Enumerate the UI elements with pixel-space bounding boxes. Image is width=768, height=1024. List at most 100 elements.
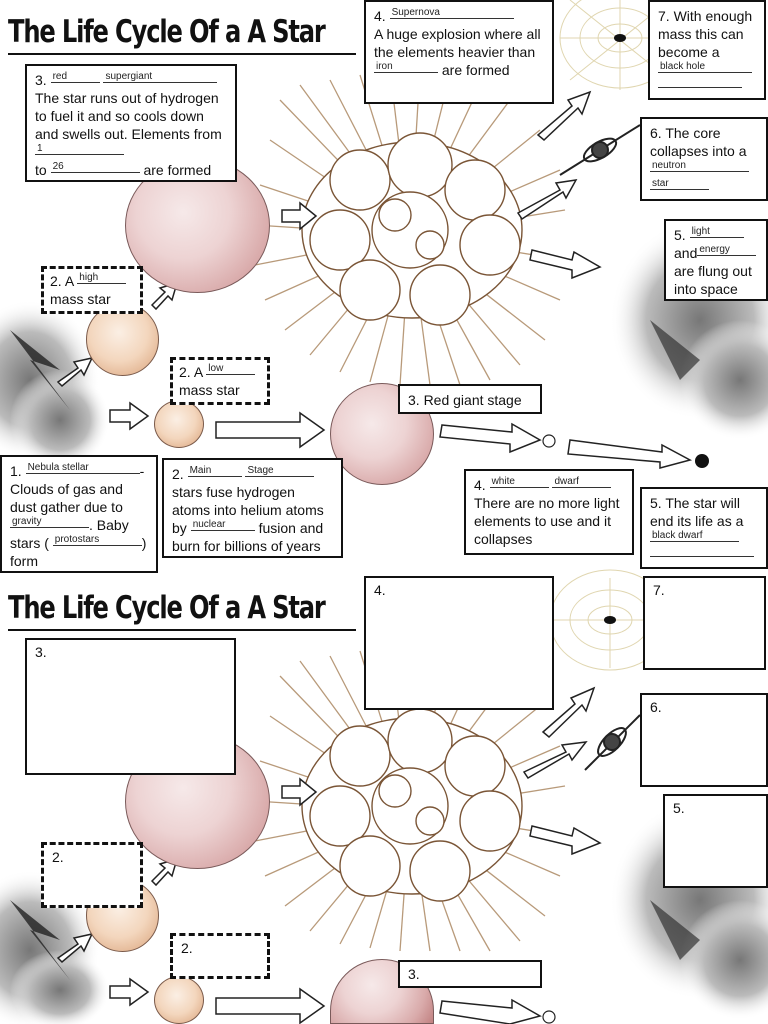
page-title-blank: The Life Cycle Of a A Star [8,590,326,626]
title-underline-blank [8,629,356,631]
answer-nuclear: nuclear [190,519,255,531]
neutron-star-top [559,124,641,176]
page-title: The Life Cycle Of a A Star [8,14,326,50]
step-number: 2. [179,364,191,380]
step-number: 2. [172,466,184,482]
black-hole-box: 7. With enough mass this can become a bl… [648,0,766,100]
blank-box-high-mass[interactable]: 2. [41,842,143,908]
answer-black-dwarf: black dwarf [650,530,739,542]
black-hole-text: With enough mass this can become a [658,8,753,60]
step-number: 5. [650,495,662,511]
supernova-text: A huge explosion where all the elements … [374,26,541,60]
black-dwarf-box: 5. The star will end its life as a black… [640,487,768,569]
main-sequence-box: 2. Main Stage stars fuse hydrogen atoms … [162,458,343,558]
blank-box-black-hole[interactable]: 7. [643,576,766,670]
main-seq-text-end: fusion and burn for billions of years [172,520,324,554]
step-number: 7. [658,8,670,24]
step-number: 6. [650,699,662,715]
mass-star-text: mass star [50,291,111,307]
blank-box-supernova[interactable]: 4. [364,576,554,710]
supernova-cloud-bottom [301,708,523,902]
black-hole-dot-bottom [604,616,616,624]
supernova-text-end: are formed [441,62,510,78]
nebula-box: 1. Nebula stellar- Clouds of gas and dus… [0,455,158,573]
answer-neutron: neutron [650,160,749,172]
step-number: 7. [653,582,665,598]
answer-white: white [489,476,549,488]
nebula-text: Clouds of gas and dust gather due to [10,481,123,515]
answer-stage: Stage [245,465,315,477]
step-number: 4. [374,8,386,24]
formed-text: are formed [143,162,212,178]
answer-protostars: protostars [52,534,142,546]
nebula-cloud-left-top [0,300,110,470]
white-dwarf-dot-top [542,434,556,448]
step-number: 3. [408,966,420,982]
step-number: 2. [50,273,62,289]
answer-low: low [206,363,256,375]
answer-line [658,79,742,88]
neutron-text: The core collapses into a [650,125,747,159]
answer-nebula: Nebula stellar [25,462,140,474]
flow-arrows-top [56,90,693,469]
answer-main: Main [187,465,242,477]
step-number: 5. [674,227,686,243]
answer-1: 1 [35,143,124,155]
baby-stars-text: . Baby stars ( [10,517,129,551]
nebula-cloud-left-bottom [0,870,110,1024]
step-number: 6. [650,125,662,141]
flow-arrows-bottom [56,686,602,1024]
red-giant-label: 3. Red giant stage [408,392,522,408]
answer-gravity: gravity [10,516,89,528]
and-text: and [674,245,698,261]
black-dwarf-text: The star will end its life as a [650,495,744,529]
neutron-star-box: 6. The core collapses into a neutron sta… [640,117,768,201]
high-mass-star [86,303,159,376]
neutron-star-bottom [584,714,641,771]
answer-red: red [50,71,100,83]
answer-light: light [689,226,744,238]
answer-26: 26 [50,161,140,173]
a-text: A [193,364,203,380]
answer-star: star [650,178,709,190]
red-giant-box: 3. Red giant stage [398,384,542,414]
answer-supergiant: supergiant [103,71,218,83]
a-text: A [64,273,74,289]
step-number: 2. [181,940,193,956]
step-number: 4. [474,477,486,493]
to-text: to [35,162,47,178]
white-dwarf-dot-bottom [542,1010,556,1024]
red-supergiant-box: 3. red supergiant The star runs out of h… [25,64,237,182]
white-dwarf-box: 4. white dwarf There are no more light e… [464,469,634,555]
answer-high: high [77,272,127,284]
form-text: form [10,553,38,569]
low-mass-star-blank [154,976,204,1024]
answer-energy: energy [697,244,757,256]
step-number: 3. [35,72,47,88]
blank-box-neutron-star[interactable]: 6. [640,693,768,787]
answer-black-hole: black hole [658,61,752,73]
blank-box-red-supergiant[interactable]: 3. [25,638,236,775]
low-mass-star [154,400,204,448]
light-energy-text: are flung out into space [674,263,752,297]
paren-text: ) [141,535,147,551]
black-dwarf-dot-top [695,454,709,468]
white-dwarf-text: There are no more light elements to use … [474,495,620,547]
title-underline [8,53,356,55]
main-seq-text: stars fuse hydrogen atoms into helium at… [172,484,324,536]
dash-text: - [139,463,145,479]
answer-iron: iron [374,61,438,73]
step-number: 1. [10,463,22,479]
blank-box-red-giant[interactable]: 3. [398,960,542,988]
step-number: 5. [673,800,685,816]
answer-supernova: Supernova [389,7,514,19]
supernova-cloud-top [301,132,523,326]
step-number: 2. [52,849,64,865]
step-number: 3. [35,644,47,660]
blank-box-light-energy[interactable]: 5. [663,794,768,888]
step-number: 4. [374,582,386,598]
blank-box-low-mass[interactable]: 2. [170,933,270,979]
answer-line [650,548,754,557]
